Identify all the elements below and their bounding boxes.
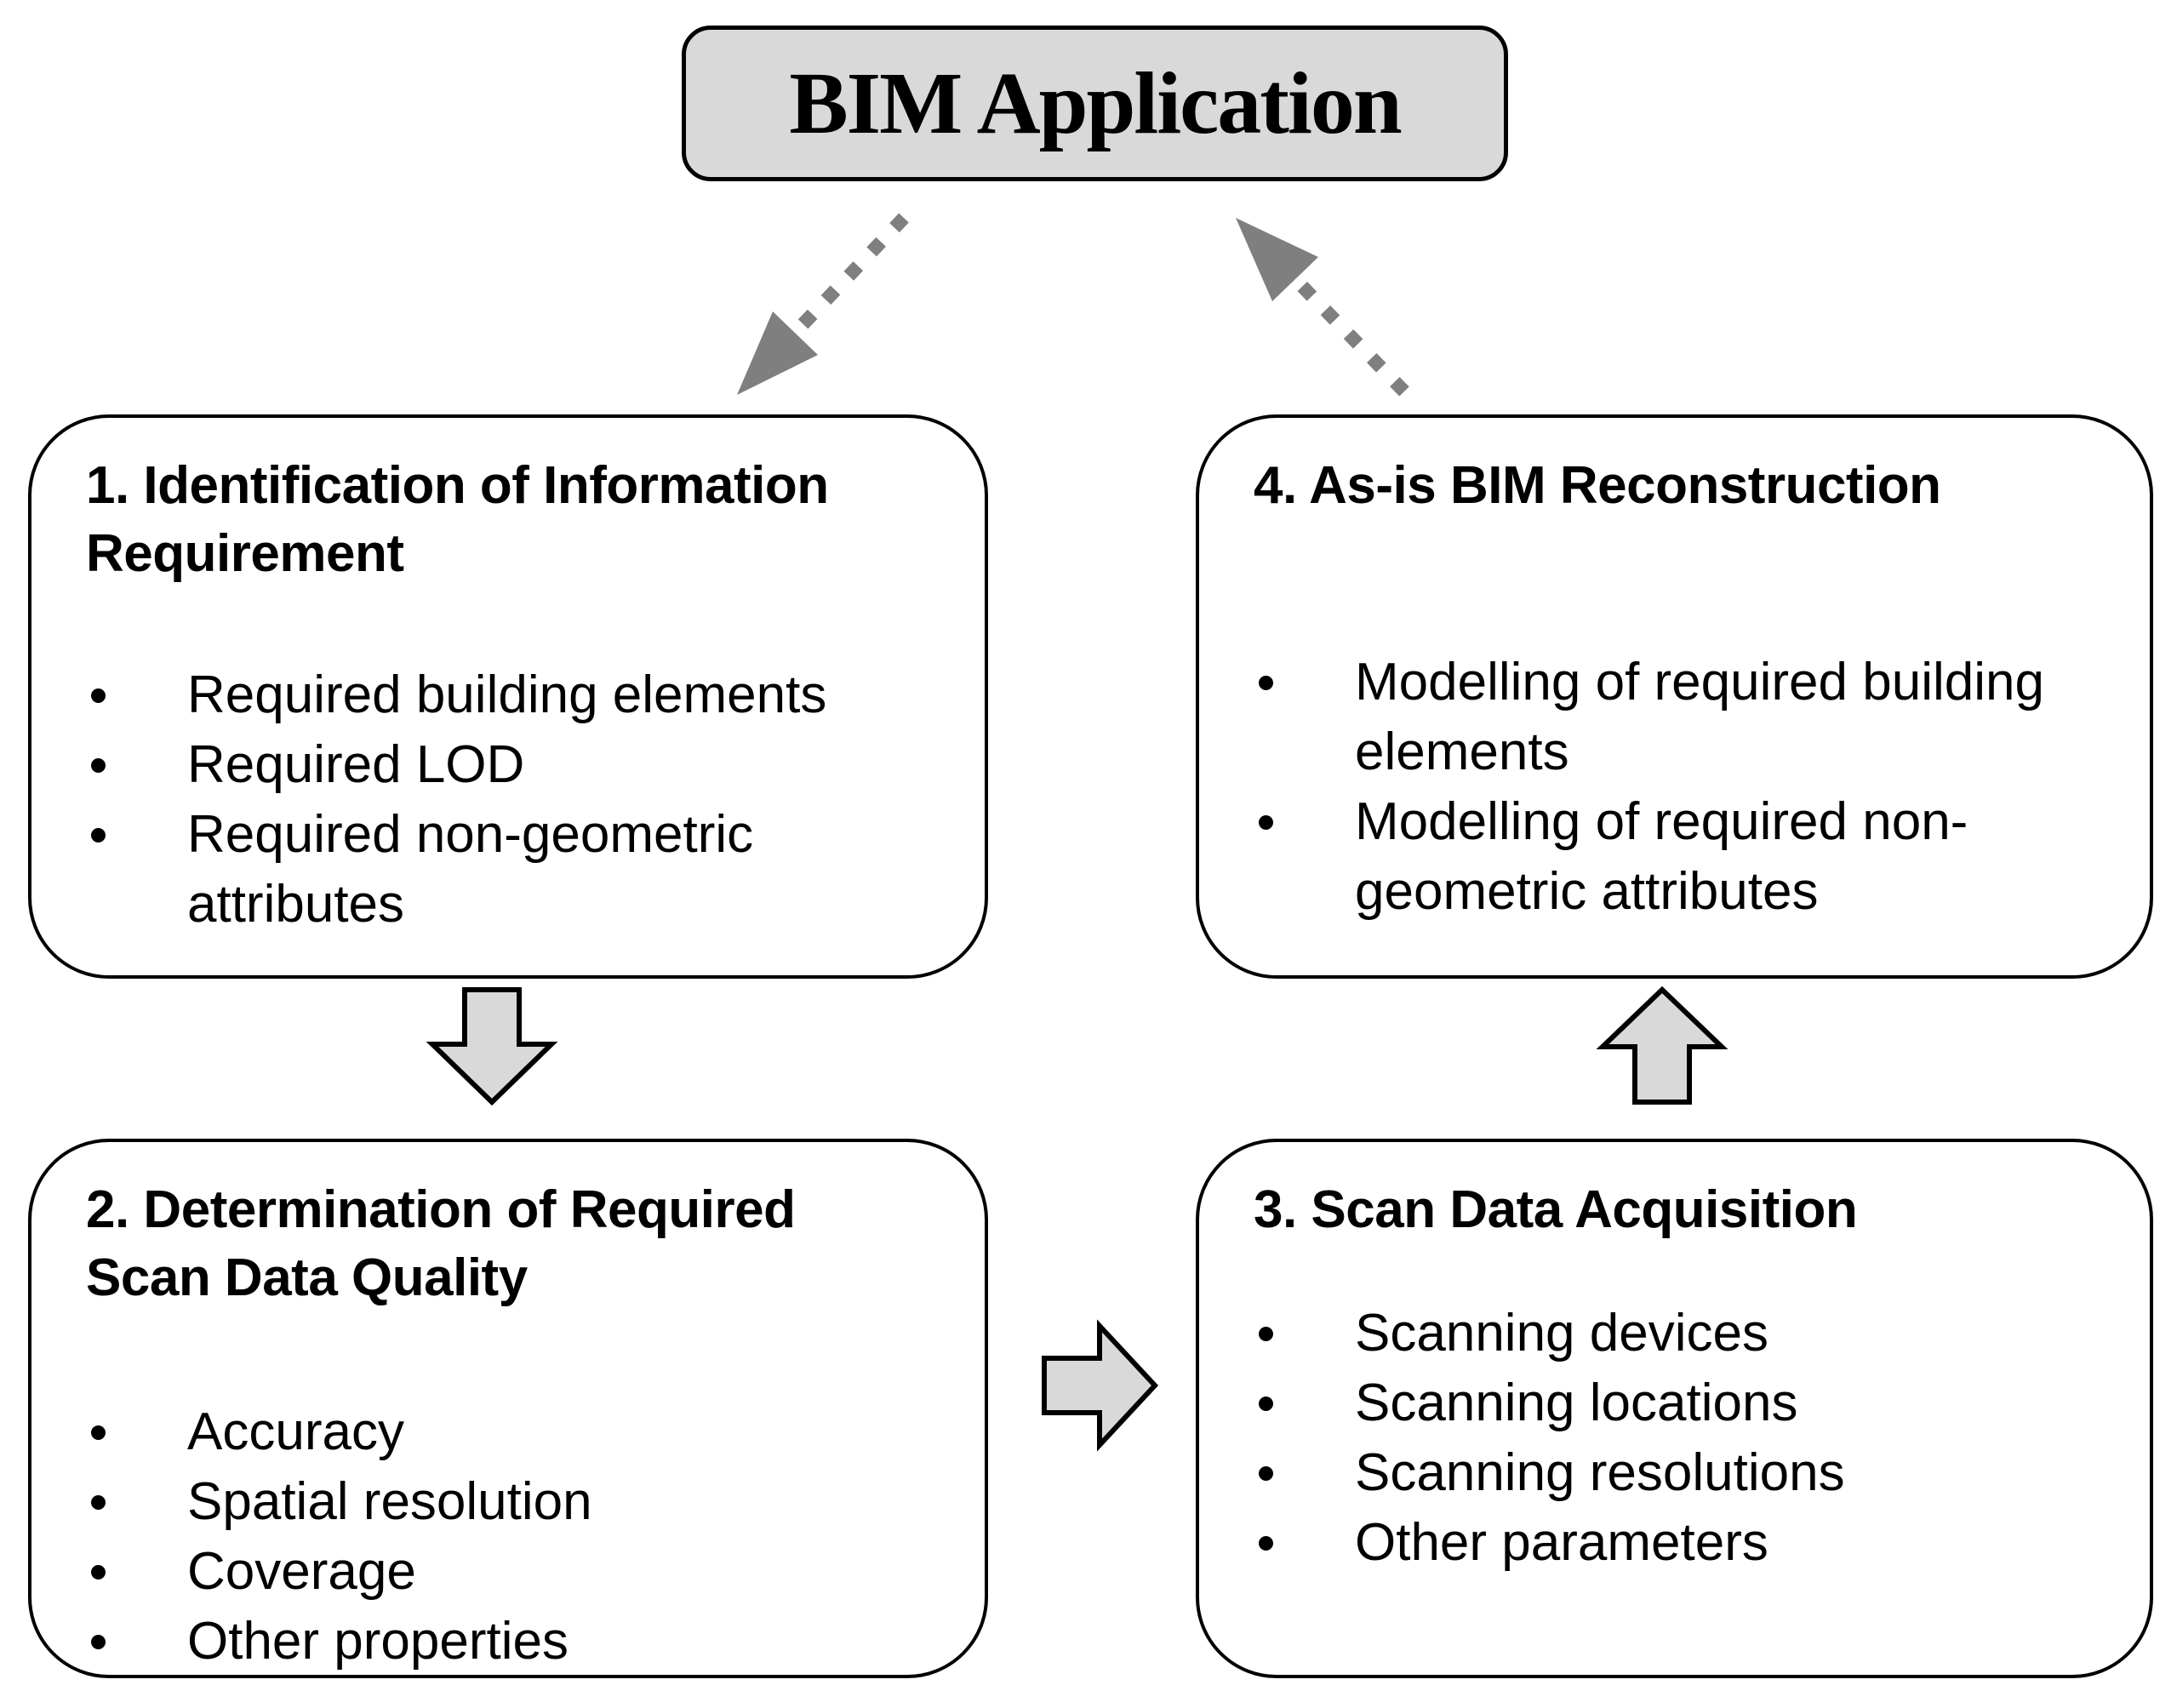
bullet-item: Spatial resolution bbox=[86, 1467, 959, 1537]
bullet-text: Required non-geometric attributes bbox=[187, 805, 754, 934]
bullet-text: Coverage bbox=[187, 1542, 416, 1601]
bullet-dot bbox=[1259, 1327, 1273, 1341]
bullet-text: Scanning locations bbox=[1355, 1374, 1798, 1432]
title-line: 4. As-is BIM Reconstruction bbox=[1254, 456, 1941, 515]
title-line: Scan Data Quality bbox=[86, 1248, 528, 1307]
title-line: 1. Identification of Information bbox=[86, 456, 829, 515]
bullet-item: Accuracy bbox=[86, 1397, 959, 1467]
bim-application-box: BIM Application bbox=[682, 26, 1508, 181]
block-arrow-step3-to-step4 bbox=[1596, 985, 1728, 1105]
bullet-dot bbox=[91, 1425, 106, 1440]
bullet-dot bbox=[1259, 1466, 1273, 1481]
step-box-3: 3. Scan Data Acquisition Scanning device… bbox=[1196, 1139, 2153, 1678]
bullet-dot bbox=[1259, 676, 1273, 690]
dashed-arrow-from-step-4 bbox=[1236, 218, 1409, 397]
bullet-dot bbox=[91, 688, 106, 703]
bullet-text: Required LOD bbox=[187, 735, 525, 794]
bullet-item: Required non-geometric attributes bbox=[86, 800, 959, 940]
bullet-item: Other properties bbox=[86, 1607, 959, 1677]
step-title-3: 3. Scan Data Acquisition bbox=[1254, 1176, 2124, 1244]
dashed-arrow-to-step-1 bbox=[737, 213, 909, 395]
bullet-item: Scanning resolutions bbox=[1254, 1438, 2124, 1508]
bullet-item: Required LOD bbox=[86, 730, 959, 800]
bullet-dot bbox=[1259, 815, 1273, 830]
bullet-text: Other properties bbox=[187, 1612, 569, 1671]
bullet-item: Scanning locations bbox=[1254, 1368, 2124, 1438]
title-line: 3. Scan Data Acquisition bbox=[1254, 1180, 1858, 1239]
bullet-dot bbox=[91, 758, 106, 773]
bullet-item: Other parameters bbox=[1254, 1508, 2124, 1578]
bullet-dot bbox=[91, 1635, 106, 1649]
bullet-text: Modelling of required building elements bbox=[1355, 653, 2044, 781]
bullet-dot bbox=[91, 1495, 106, 1510]
title-line: Requirement bbox=[86, 524, 404, 583]
step-box-4: 4. As-is BIM Reconstruction Modelling of… bbox=[1196, 414, 2153, 979]
bullet-text: Required building elements bbox=[187, 665, 827, 724]
bullet-dot bbox=[1259, 1397, 1273, 1411]
bullet-dot bbox=[91, 828, 106, 843]
bullet-item: Coverage bbox=[86, 1537, 959, 1607]
bullet-text: Scanning resolutions bbox=[1355, 1443, 1845, 1502]
bullet-text: Scanning devices bbox=[1355, 1304, 1768, 1362]
bullet-text: Accuracy bbox=[187, 1402, 404, 1461]
bullet-dot bbox=[91, 1565, 106, 1579]
bullet-text: Spatial resolution bbox=[187, 1472, 592, 1531]
bullet-text: Modelling of required non-geometric attr… bbox=[1355, 792, 1968, 921]
block-arrow-step1-to-step2 bbox=[426, 987, 558, 1106]
block-arrow-step2-to-step3 bbox=[1042, 1319, 1159, 1452]
bullet-item: Scanning devices bbox=[1254, 1299, 2124, 1368]
bullet-dot bbox=[1259, 1536, 1273, 1551]
bim-application-label: BIM Application bbox=[789, 54, 1402, 152]
bullet-text: Other parameters bbox=[1355, 1513, 1768, 1572]
title-line: 2. Determination of Required bbox=[86, 1180, 796, 1239]
bullet-item: Required building elements bbox=[86, 660, 959, 730]
bullet-item: Modelling of required non-geometric attr… bbox=[1254, 787, 2124, 927]
step-title-4: 4. As-is BIM Reconstruction bbox=[1254, 452, 2124, 520]
bullet-item: Modelling of required building elements bbox=[1254, 648, 2124, 787]
